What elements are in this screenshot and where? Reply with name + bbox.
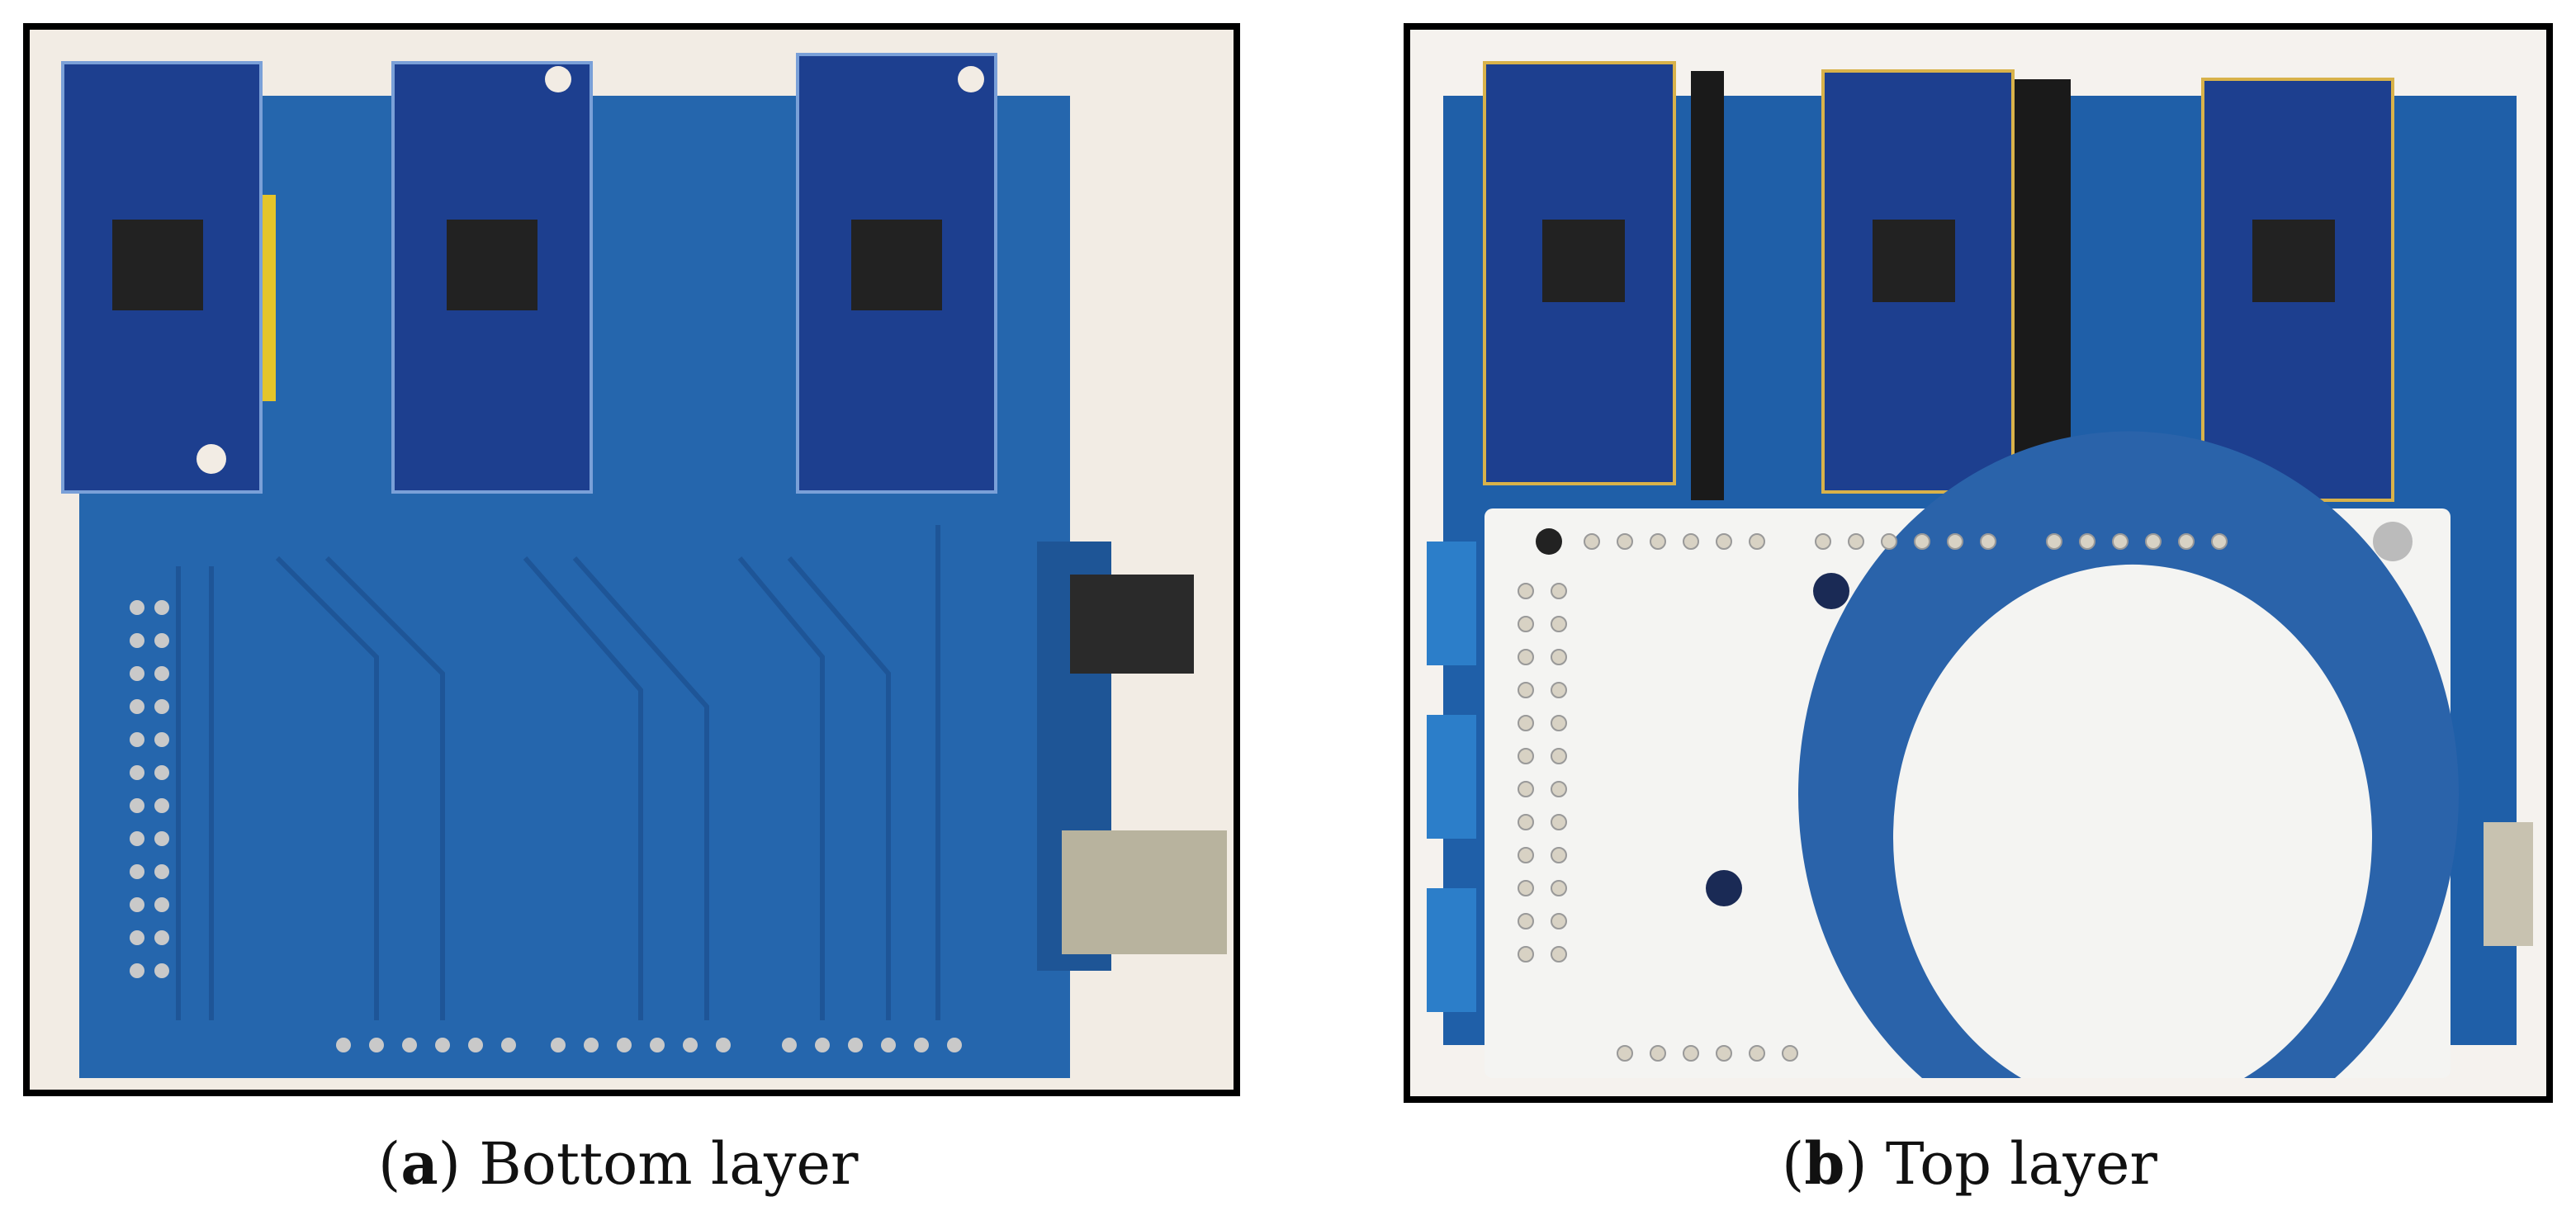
module-b-3: [2201, 78, 2394, 502]
terminal-1: [1427, 542, 1476, 665]
caption-b-letter: b: [1804, 1129, 1845, 1198]
top-layer-photo: [1427, 61, 2533, 1078]
caption-bottom-layer: (a) Bottom layer: [378, 1129, 858, 1198]
bottom-layer-photo: [61, 53, 1227, 1078]
caption-top-layer: (b) Top layer: [1782, 1129, 2157, 1198]
photo-bottom-layer: [23, 23, 1240, 1096]
photo-top-layer: [1404, 23, 2553, 1103]
caption-a-open: (: [378, 1130, 401, 1198]
terminal-2: [1427, 715, 1476, 839]
caption-a-letter: a: [400, 1129, 438, 1198]
terminal-3: [1427, 888, 1476, 1012]
mount-hole-3: [1706, 870, 1742, 906]
header-1: [1691, 71, 1724, 500]
solder-pads: [130, 600, 962, 1052]
module-2: [391, 61, 593, 494]
mount-hole-1: [1536, 528, 1562, 555]
blue-ring: [1798, 431, 2459, 1078]
module-b-2: [1821, 69, 2015, 494]
traces: [176, 525, 940, 1020]
caption-a-close: ): [438, 1130, 461, 1198]
module-b-1: [1483, 61, 1676, 485]
dc-jack: [1070, 575, 1194, 674]
mount-hole-4: [2373, 522, 2413, 561]
module-3: [796, 53, 997, 494]
header-3: [2038, 79, 2071, 508]
module-1: [61, 61, 263, 494]
arduino-board: [1485, 508, 2451, 1078]
caption-b-open: (: [1782, 1130, 1805, 1198]
mount-hole-2: [1813, 573, 1849, 609]
usb-port: [1062, 830, 1227, 954]
caption-a-text: Bottom layer: [460, 1130, 859, 1198]
usb-port-b: [2484, 822, 2533, 946]
pad-rows: [1518, 533, 2228, 1062]
caption-b-text: Top layer: [1867, 1130, 2157, 1198]
caption-b-close: ): [1844, 1130, 1868, 1198]
